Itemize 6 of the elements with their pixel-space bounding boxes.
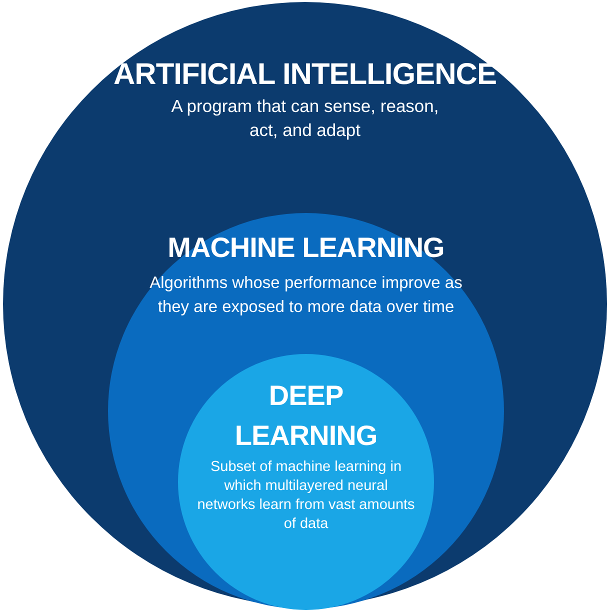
description: Subset of machine learning in which multilayered neural networks learn from vast amounts of data (196, 458, 416, 534)
description: Algorithms whose performance improve as they are exposed to more data over time (148, 273, 464, 318)
heading: MACHINE LEARNING (166, 231, 446, 265)
description: A program that can sense, reason, act, and adapt (170, 95, 440, 142)
heading: DEEP LEARNING (234, 379, 378, 453)
heading: ARTIFICIAL INTELLIGENCE (112, 57, 498, 93)
